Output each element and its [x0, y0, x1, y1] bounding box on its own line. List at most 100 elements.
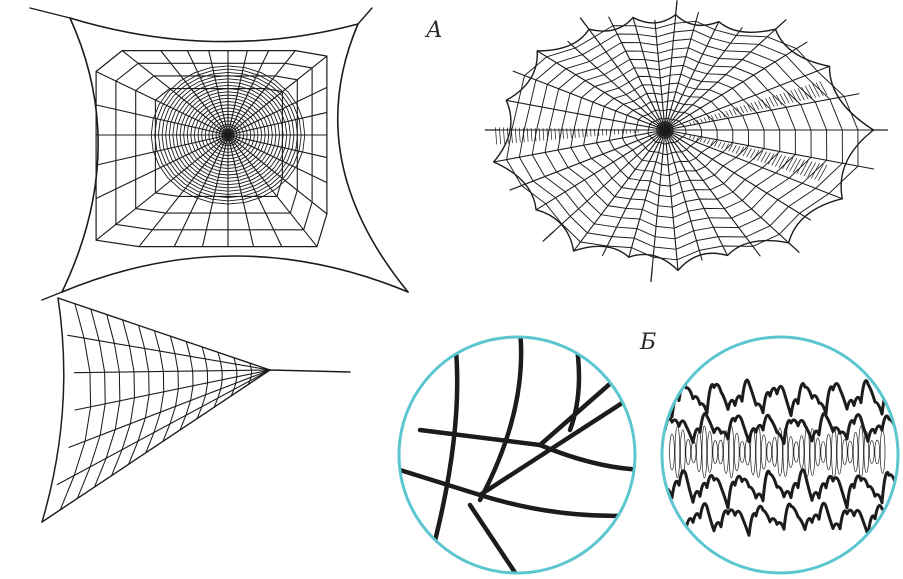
capture-thread: [251, 374, 252, 378]
dense-sector-thread: [722, 143, 725, 149]
glue-droplet: [697, 432, 702, 471]
coiled-axial-fiber: [665, 502, 896, 535]
capture-thread: [190, 356, 193, 371]
capture-thread: [160, 392, 163, 412]
glue-droplet: [815, 438, 820, 466]
glue-droplet: [761, 435, 766, 469]
dense-sector-thread: [809, 85, 816, 97]
magnifier-ring-left: [399, 337, 635, 573]
anchor-thread: [789, 243, 799, 252]
glue-droplet: [821, 442, 826, 463]
frame-thread: [42, 298, 64, 522]
sector-web-drawing: [42, 298, 350, 522]
anchor-thread: [30, 8, 70, 18]
dense-sector-thread: [800, 161, 808, 175]
capture-thread: [186, 342, 190, 357]
magnified-silk-highlight: [480, 495, 640, 516]
glue-droplet: [875, 440, 880, 464]
dense-sector-thread: [732, 145, 736, 152]
magnifier-ring-right: [662, 337, 898, 573]
glue-droplet: [740, 441, 745, 462]
capture-thread: [129, 346, 134, 372]
dense-sector-thread: [762, 100, 766, 108]
capture-thread: [119, 372, 120, 401]
glue-droplet: [675, 426, 680, 477]
dense-sector-thread: [718, 142, 721, 147]
capture-thread: [105, 372, 106, 404]
dense-sector-thread: [804, 162, 812, 176]
dense-sector-thread: [704, 139, 706, 143]
dense-sector-thread: [758, 101, 762, 109]
frame-thread: [58, 298, 270, 370]
panel-label-b: Б: [640, 330, 656, 355]
capture-thread: [160, 351, 164, 371]
capture-thread: [175, 354, 178, 372]
glue-droplet: [767, 442, 772, 462]
capture-thread: [202, 347, 205, 359]
panel-label-a: А: [426, 18, 443, 43]
glue-droplet: [832, 426, 837, 477]
capture-thread: [251, 367, 252, 371]
dense-sector-thread: [736, 146, 740, 153]
radial-thread: [69, 370, 270, 447]
glue-droplet: [670, 434, 675, 470]
dense-sector-thread: [693, 121, 694, 123]
dense-sector-thread: [704, 118, 706, 121]
coiled-axial-fiber: [665, 380, 896, 417]
capture-thread: [176, 389, 179, 407]
orb-web-drawing: [30, 8, 408, 300]
glue-droplet: [772, 437, 777, 466]
signal-thread: [270, 370, 350, 372]
capture-thread: [114, 343, 119, 372]
capture-thread: [84, 338, 90, 372]
glue-droplet: [691, 441, 696, 463]
capture-thread: [191, 386, 193, 401]
capture-thread: [100, 404, 105, 436]
anchor-thread: [543, 232, 553, 241]
glue-droplet: [686, 440, 691, 465]
glue-droplet: [826, 434, 831, 470]
capture-thread: [206, 383, 208, 395]
dense-sector-thread: [776, 95, 781, 105]
capture-thread: [123, 320, 130, 346]
frame-thread: [70, 18, 358, 42]
anchor-thread: [358, 8, 372, 24]
glue-droplet: [756, 427, 761, 478]
dense-sector-thread: [744, 105, 748, 112]
glue-droplet: [837, 430, 842, 474]
capture-thread: [91, 309, 99, 341]
dense-sector-thread: [707, 140, 709, 144]
capture-thread: [75, 304, 84, 338]
capture-thread: [221, 380, 222, 389]
dense-sector-thread: [790, 159, 797, 172]
dense-sector-thread: [715, 114, 717, 118]
dense-sector-thread: [797, 160, 804, 173]
radial-thread: [74, 370, 270, 373]
dense-sector-thread: [719, 113, 721, 118]
capture-thread: [139, 325, 145, 348]
dense-sector-thread: [689, 136, 690, 138]
capture-thread: [170, 336, 175, 354]
capture-thread: [145, 395, 149, 418]
dense-sector-thread: [690, 122, 691, 124]
glue-droplet: [799, 436, 804, 469]
glue-droplet: [788, 437, 793, 468]
dense-sector-thread: [700, 138, 702, 142]
magnified-silk-thread: [400, 385, 650, 495]
magnified-silk-highlight: [400, 385, 650, 495]
capture-thread: [220, 362, 222, 371]
glue-droplet: [842, 440, 847, 465]
anchor-thread: [651, 268, 652, 282]
capture-thread: [236, 364, 237, 370]
capture-thread: [145, 349, 149, 372]
glue-droplet: [880, 431, 885, 474]
dense-sector-thread: [750, 150, 755, 159]
dense-sector-thread: [747, 149, 752, 157]
dense-sector-thread: [729, 110, 732, 116]
radial-thread: [68, 335, 270, 370]
glue-droplet: [713, 441, 718, 464]
dense-sector-thread: [766, 99, 771, 108]
scalloped-frame: [494, 15, 874, 271]
frame-thread: [42, 370, 270, 522]
